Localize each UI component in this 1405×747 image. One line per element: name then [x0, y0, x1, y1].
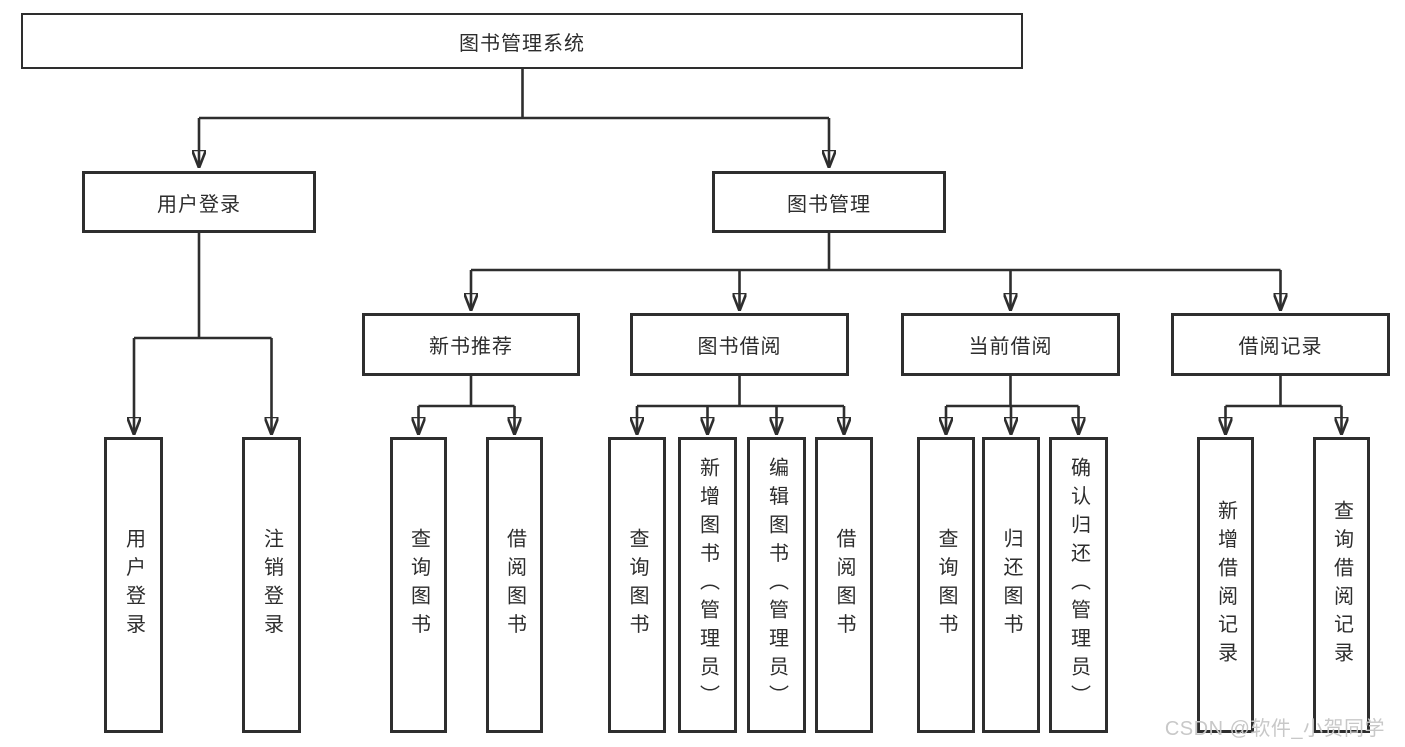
- node-current-borrow-label: 当前借阅: [968, 336, 1053, 358]
- leaf-bb-borrow-books-label: 借阅图书: [833, 528, 855, 642]
- leaf-bb-add-books-admin: 新增图书（管理员）: [678, 437, 737, 733]
- leaf-nbr-query-books-label: 查询图书: [407, 528, 430, 642]
- leaf-br-query-record-label: 查询借阅记录: [1330, 499, 1353, 671]
- leaf-user-login-label: 用户登录: [122, 528, 145, 642]
- leaf-bb-query-books-label: 查询图书: [626, 528, 648, 642]
- node-root-label: 图书管理系统: [459, 32, 585, 55]
- node-new-book-recommend-label: 新书推荐: [429, 336, 513, 358]
- leaf-bb-add-books-admin-label: 新增图书（管理员）: [696, 457, 719, 713]
- node-borrow-records: 借阅记录: [1171, 313, 1390, 376]
- leaf-nbr-query-books: 查询图书: [390, 437, 447, 733]
- leaf-user-login: 用户登录: [104, 437, 163, 733]
- watermark: CSDN @软件_小贺同学: [1164, 718, 1385, 740]
- leaf-cb-return-books-label: 归还图书: [1000, 528, 1022, 642]
- leaf-br-add-record: 新增借阅记录: [1197, 437, 1254, 733]
- leaf-br-add-record-label: 新增借阅记录: [1214, 499, 1237, 671]
- leaf-cb-query-books: 查询图书: [917, 437, 975, 733]
- leaf-cb-return-books: 归还图书: [982, 437, 1040, 733]
- node-current-borrow: 当前借阅: [901, 313, 1120, 376]
- leaf-cb-confirm-return-admin-label: 确认归还（管理员）: [1067, 457, 1090, 713]
- node-book-borrow: 图书借阅: [630, 313, 849, 376]
- node-root-system: 图书管理系统: [21, 13, 1023, 69]
- node-user-login: 用户登录: [82, 171, 316, 233]
- node-user-login-label: 用户登录: [157, 193, 241, 216]
- leaf-br-query-record: 查询借阅记录: [1313, 437, 1370, 733]
- node-book-management-label: 图书管理: [787, 193, 871, 216]
- leaf-logout: 注销登录: [242, 437, 301, 733]
- leaf-cb-query-books-label: 查询图书: [935, 528, 957, 642]
- leaf-nbr-borrow-books-label: 借阅图书: [503, 528, 526, 642]
- leaf-logout-label: 注销登录: [260, 528, 283, 642]
- leaf-bb-edit-books-admin: 编辑图书（管理员）: [747, 437, 806, 733]
- leaf-bb-edit-books-admin-label: 编辑图书（管理员）: [765, 457, 788, 713]
- leaf-bb-borrow-books: 借阅图书: [815, 437, 873, 733]
- leaf-bb-query-books: 查询图书: [608, 437, 666, 733]
- node-book-management: 图书管理: [712, 171, 946, 233]
- node-new-book-recommend: 新书推荐: [362, 313, 580, 376]
- leaf-cb-confirm-return-admin: 确认归还（管理员）: [1049, 437, 1108, 733]
- node-book-borrow-label: 图书借阅: [697, 336, 782, 358]
- leaf-nbr-borrow-books: 借阅图书: [486, 437, 543, 733]
- node-borrow-records-label: 借阅记录: [1238, 336, 1323, 358]
